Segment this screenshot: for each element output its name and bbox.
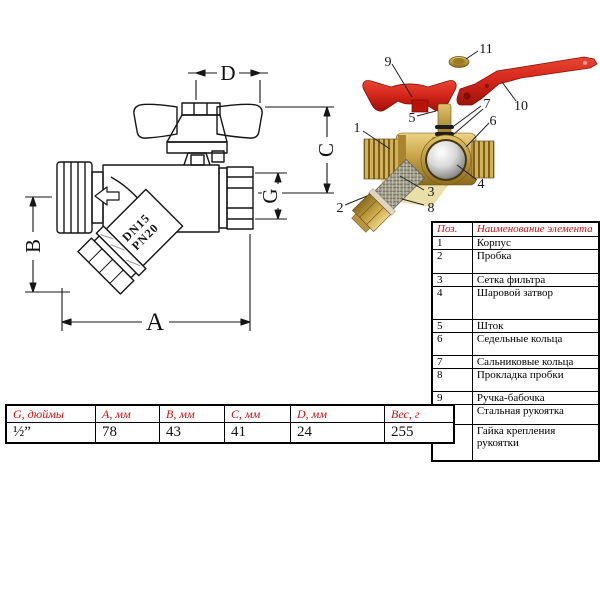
callout-2: 2 [337, 201, 344, 216]
parts-row: 2 Пробка [431, 249, 600, 274]
parts-row: 7 Сальниковые кольца [431, 355, 600, 369]
photo-steel-lever [456, 56, 598, 106]
parts-row: 8 Прокладка пробки [431, 368, 600, 392]
spec-header-cell: Вес, г [384, 404, 455, 423]
drawing-butterfly-handle [133, 102, 263, 154]
callout-7: 7 [484, 97, 491, 112]
spec-table: G, дюймы A, мм B, мм C, мм D, мм Вес, г … [5, 404, 455, 444]
parts-row-name: Седельные кольца [471, 332, 600, 356]
dim-label-c: C [314, 143, 338, 157]
parts-row: 6 Седельные кольца [431, 332, 600, 356]
dim-label-b: B [21, 239, 45, 253]
parts-row-name: Корпус [471, 236, 600, 250]
parts-row: 11 Гайка крепления рукоятки [431, 424, 600, 461]
parts-row-pos: 1 [431, 236, 473, 250]
parts-row-name: Сальниковые кольца [471, 355, 600, 369]
dim-label-d: D [220, 61, 235, 85]
parts-row: 5 Шток [431, 319, 600, 333]
spec-values-row: ½” 78 43 41 24 255 [5, 422, 455, 444]
parts-row-pos: 3 [431, 273, 473, 287]
callout-11: 11 [479, 42, 492, 57]
photo-butterfly-hub [411, 99, 429, 113]
parts-row-name: Ручка-бабочка [471, 391, 600, 405]
parts-row: 1 Корпус [431, 236, 600, 250]
parts-row-name: Прокладка пробки [471, 368, 600, 392]
parts-row-pos: 5 [431, 319, 473, 333]
parts-row-name: Шток [471, 319, 600, 333]
parts-row-pos: 9 [431, 391, 473, 405]
parts-row-name: Стальная рукоятка [471, 404, 600, 425]
photo-fixing-nut [448, 56, 470, 68]
photo-strainer-branch [351, 159, 425, 233]
parts-table: Поз. Наименование элемента 1 Корпус 2 Пр… [431, 221, 600, 462]
parts-row-pos: 8 [431, 368, 473, 392]
photo-valve-body [351, 103, 495, 233]
callout-1: 1 [354, 121, 361, 136]
callout-5: 5 [409, 111, 416, 126]
parts-header-pos: Поз. [431, 221, 473, 237]
spec-header-cell: G, дюймы [5, 404, 96, 423]
callout-9: 9 [385, 55, 392, 70]
parts-row: 9 Ручка-бабочка [431, 391, 600, 405]
spec-header-cell: D, мм [290, 404, 385, 423]
parts-row: 10 Стальная рукоятка [431, 404, 600, 425]
parts-row-name: Гайка крепления рукоятки [471, 424, 600, 461]
photo-ball [427, 141, 465, 179]
product-photo: 1 2 3 4 5 6 7 8 9 10 11 [337, 42, 598, 233]
parts-row: 3 Сетка фильтра [431, 273, 600, 287]
spec-header-cell: A, мм [95, 404, 160, 423]
spec-header-cell: C, мм [224, 404, 291, 423]
photo-right-port [471, 140, 495, 179]
spec-value-cell: 24 [290, 422, 385, 444]
parts-row-pos: 7 [431, 355, 473, 369]
parts-row-pos: 4 [431, 286, 473, 320]
callout-3: 3 [428, 185, 435, 200]
spec-value-cell: 255 [384, 422, 455, 444]
spec-value-cell: 41 [224, 422, 291, 444]
parts-row-pos: 6 [431, 332, 473, 356]
parts-row-name: Пробка [471, 249, 600, 274]
dim-label-a: A [146, 309, 164, 336]
flow-direction-arrow [94, 186, 120, 206]
spec-header-row: G, дюймы A, мм B, мм C, мм D, мм Вес, г [5, 404, 455, 423]
spec-value-cell: 78 [95, 422, 160, 444]
parts-header-name: Наименование элемента [471, 221, 600, 237]
callout-leaders [344, 50, 517, 206]
technical-drawing: DN15 PN20 [21, 61, 338, 336]
spec-header-cell: B, мм [159, 404, 225, 423]
spec-value-cell: 43 [159, 422, 225, 444]
spec-value-cell: ½” [5, 422, 96, 444]
parts-row-pos: 2 [431, 249, 473, 274]
parts-row-name: Шаровой затвор [471, 286, 600, 320]
callout-numbers: 1 2 3 4 5 6 7 8 9 10 11 [337, 42, 529, 216]
callout-6: 6 [490, 114, 497, 129]
parts-header-row: Поз. Наименование элемента [431, 221, 600, 237]
parts-row-name: Сетка фильтра [471, 273, 600, 287]
callout-4: 4 [478, 177, 485, 192]
drawing-strainer-branch: DN15 PN20 [77, 188, 184, 295]
photo-butterfly-handle [362, 80, 457, 112]
parts-row: 4 Шаровой затвор [431, 286, 600, 320]
callout-8: 8 [428, 201, 435, 216]
dim-label-g: G [258, 188, 282, 203]
callout-10: 10 [514, 99, 528, 114]
